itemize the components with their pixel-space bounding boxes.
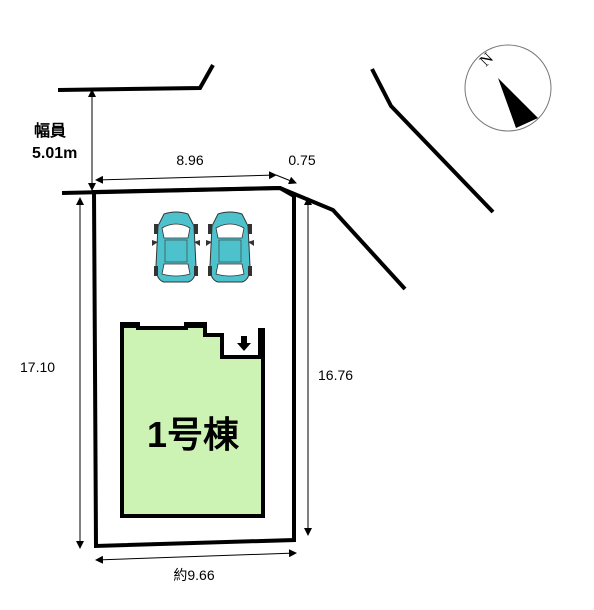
bottom-dimension-label: 約9.66 xyxy=(173,567,214,583)
building-wall-mark xyxy=(186,322,205,328)
right-dimension-label: 16.76 xyxy=(318,367,353,383)
parking-area xyxy=(151,211,255,283)
lot-boundary xyxy=(91,185,296,549)
top-dimension-label: 8.96 xyxy=(176,152,203,168)
building-label: 1号棟 xyxy=(147,414,240,455)
top-right-dimension-line xyxy=(275,174,297,185)
road-width-value: 5.01m xyxy=(32,145,77,162)
road-edge-north xyxy=(57,64,215,92)
top-dimension-line xyxy=(95,171,277,184)
car-icon xyxy=(205,211,255,283)
building-outline xyxy=(120,322,265,518)
left-dimension-label: 17.10 xyxy=(20,359,55,375)
road-edge-east xyxy=(370,68,495,214)
entrance-arrow-icon xyxy=(237,336,251,351)
top-right-dimension-label: 0.75 xyxy=(288,152,315,168)
car-icon xyxy=(151,211,201,283)
building-wall-mark xyxy=(122,322,138,328)
road-width-label: 幅員 xyxy=(34,121,66,140)
bottom-dimension-line xyxy=(95,549,297,564)
north-compass-icon: N xyxy=(464,44,552,132)
